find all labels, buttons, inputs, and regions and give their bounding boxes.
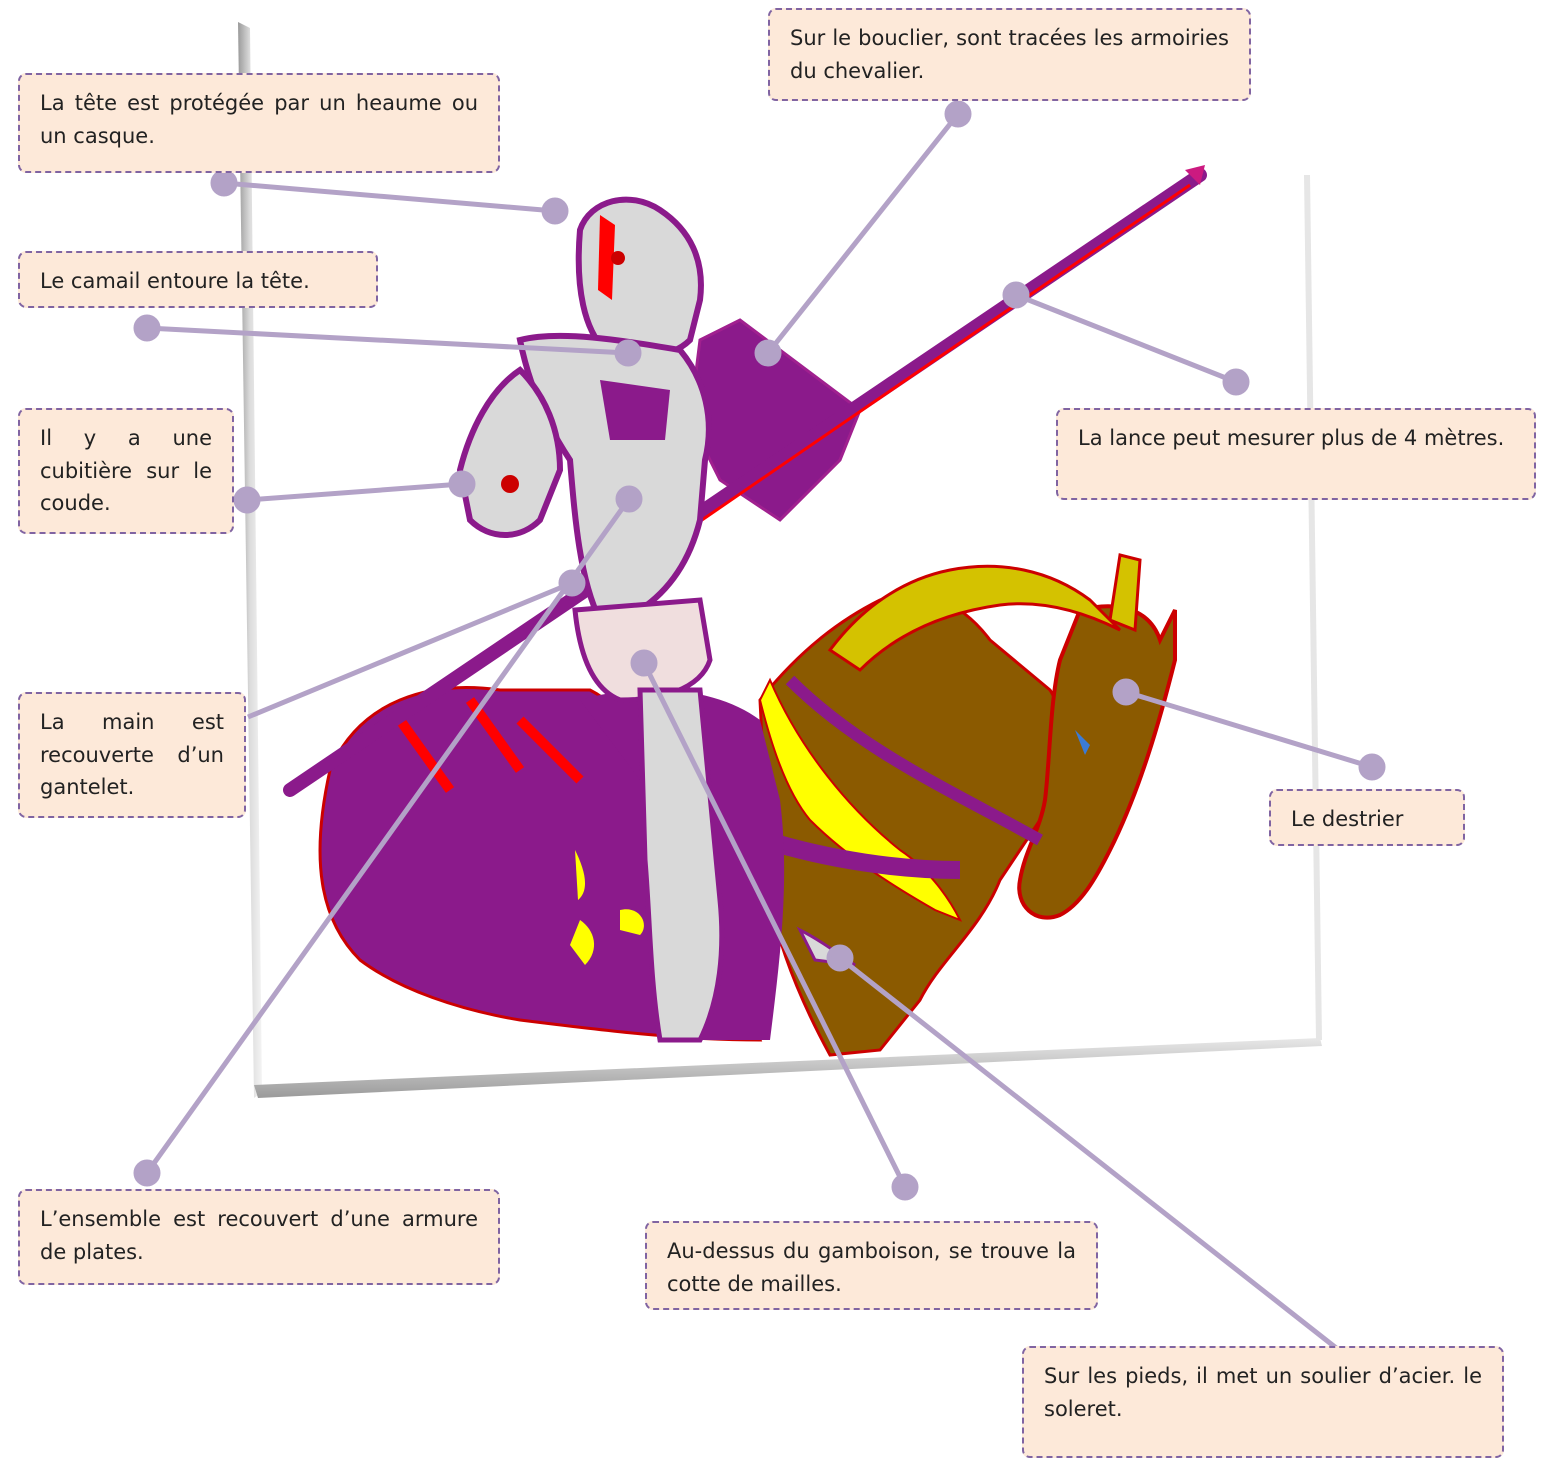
callout-armure: L’ensemble est recouvert d’une armure de… [18, 1189, 500, 1285]
bridle-strap [785, 675, 1043, 846]
breast-strap [762, 831, 961, 879]
callout-armure-text: L’ensemble est recouvert d’une armure de… [40, 1207, 478, 1264]
connector-soleret [826, 944, 1396, 1398]
callout-cotte-text: Au-dessus du gamboison, se trouve la cot… [667, 1239, 1076, 1296]
connector-cotte [630, 649, 919, 1201]
connector-cubitiere [233, 470, 476, 514]
horse-mane [827, 564, 1122, 672]
callout-destrier: Le destrier [1269, 789, 1465, 846]
callout-cubitiere: Il y a une cubitière sur le coude. [18, 408, 234, 534]
callout-lance-text: La lance peut mesurer plus de 4 mètres. [1078, 426, 1505, 450]
knight-arm [456, 366, 564, 538]
connector-lance [1002, 281, 1250, 396]
connector-heaume [210, 169, 569, 225]
callout-camail-text: Le camail entoure la tête. [40, 269, 310, 293]
callout-cubitiere-text: Il y a une cubitière sur le coude. [40, 426, 212, 516]
callout-bouclier-text: Sur le bouclier, sont tracées les armoir… [790, 26, 1229, 83]
callout-heaume-text: La tête est protégée par un heaume ou un… [40, 91, 478, 148]
callout-soleret-text: Sur les pieds, il met un soulier d’acier… [1044, 1364, 1482, 1421]
callout-heaume: La tête est protégée par un heaume ou un… [18, 73, 500, 173]
connector-destrier [1112, 678, 1386, 781]
callout-cotte: Au-dessus du gamboison, se trouve la cot… [645, 1221, 1098, 1310]
connector-bouclier [754, 100, 972, 367]
knight-helmet [575, 196, 704, 361]
callout-gantelet-text: La main est recouverte d’un gantelet. [40, 710, 224, 800]
horse-ear [1108, 553, 1142, 633]
connector-armure [133, 485, 643, 1187]
callout-camail: Le camail entoure la tête. [18, 251, 378, 308]
horse-illustration [758, 553, 1177, 1057]
horse-eye [1075, 730, 1090, 755]
callout-bouclier: Sur le bouclier, sont tracées les armoir… [768, 8, 1251, 101]
connector-camail [133, 314, 642, 367]
callout-soleret: Sur les pieds, il met un soulier d’acier… [1022, 1346, 1504, 1458]
callout-destrier-text: Le destrier [1291, 807, 1404, 831]
callout-lance: La lance peut mesurer plus de 4 mètres. [1056, 408, 1536, 500]
callout-gantelet: La main est recouverte d’un gantelet. [18, 692, 246, 818]
